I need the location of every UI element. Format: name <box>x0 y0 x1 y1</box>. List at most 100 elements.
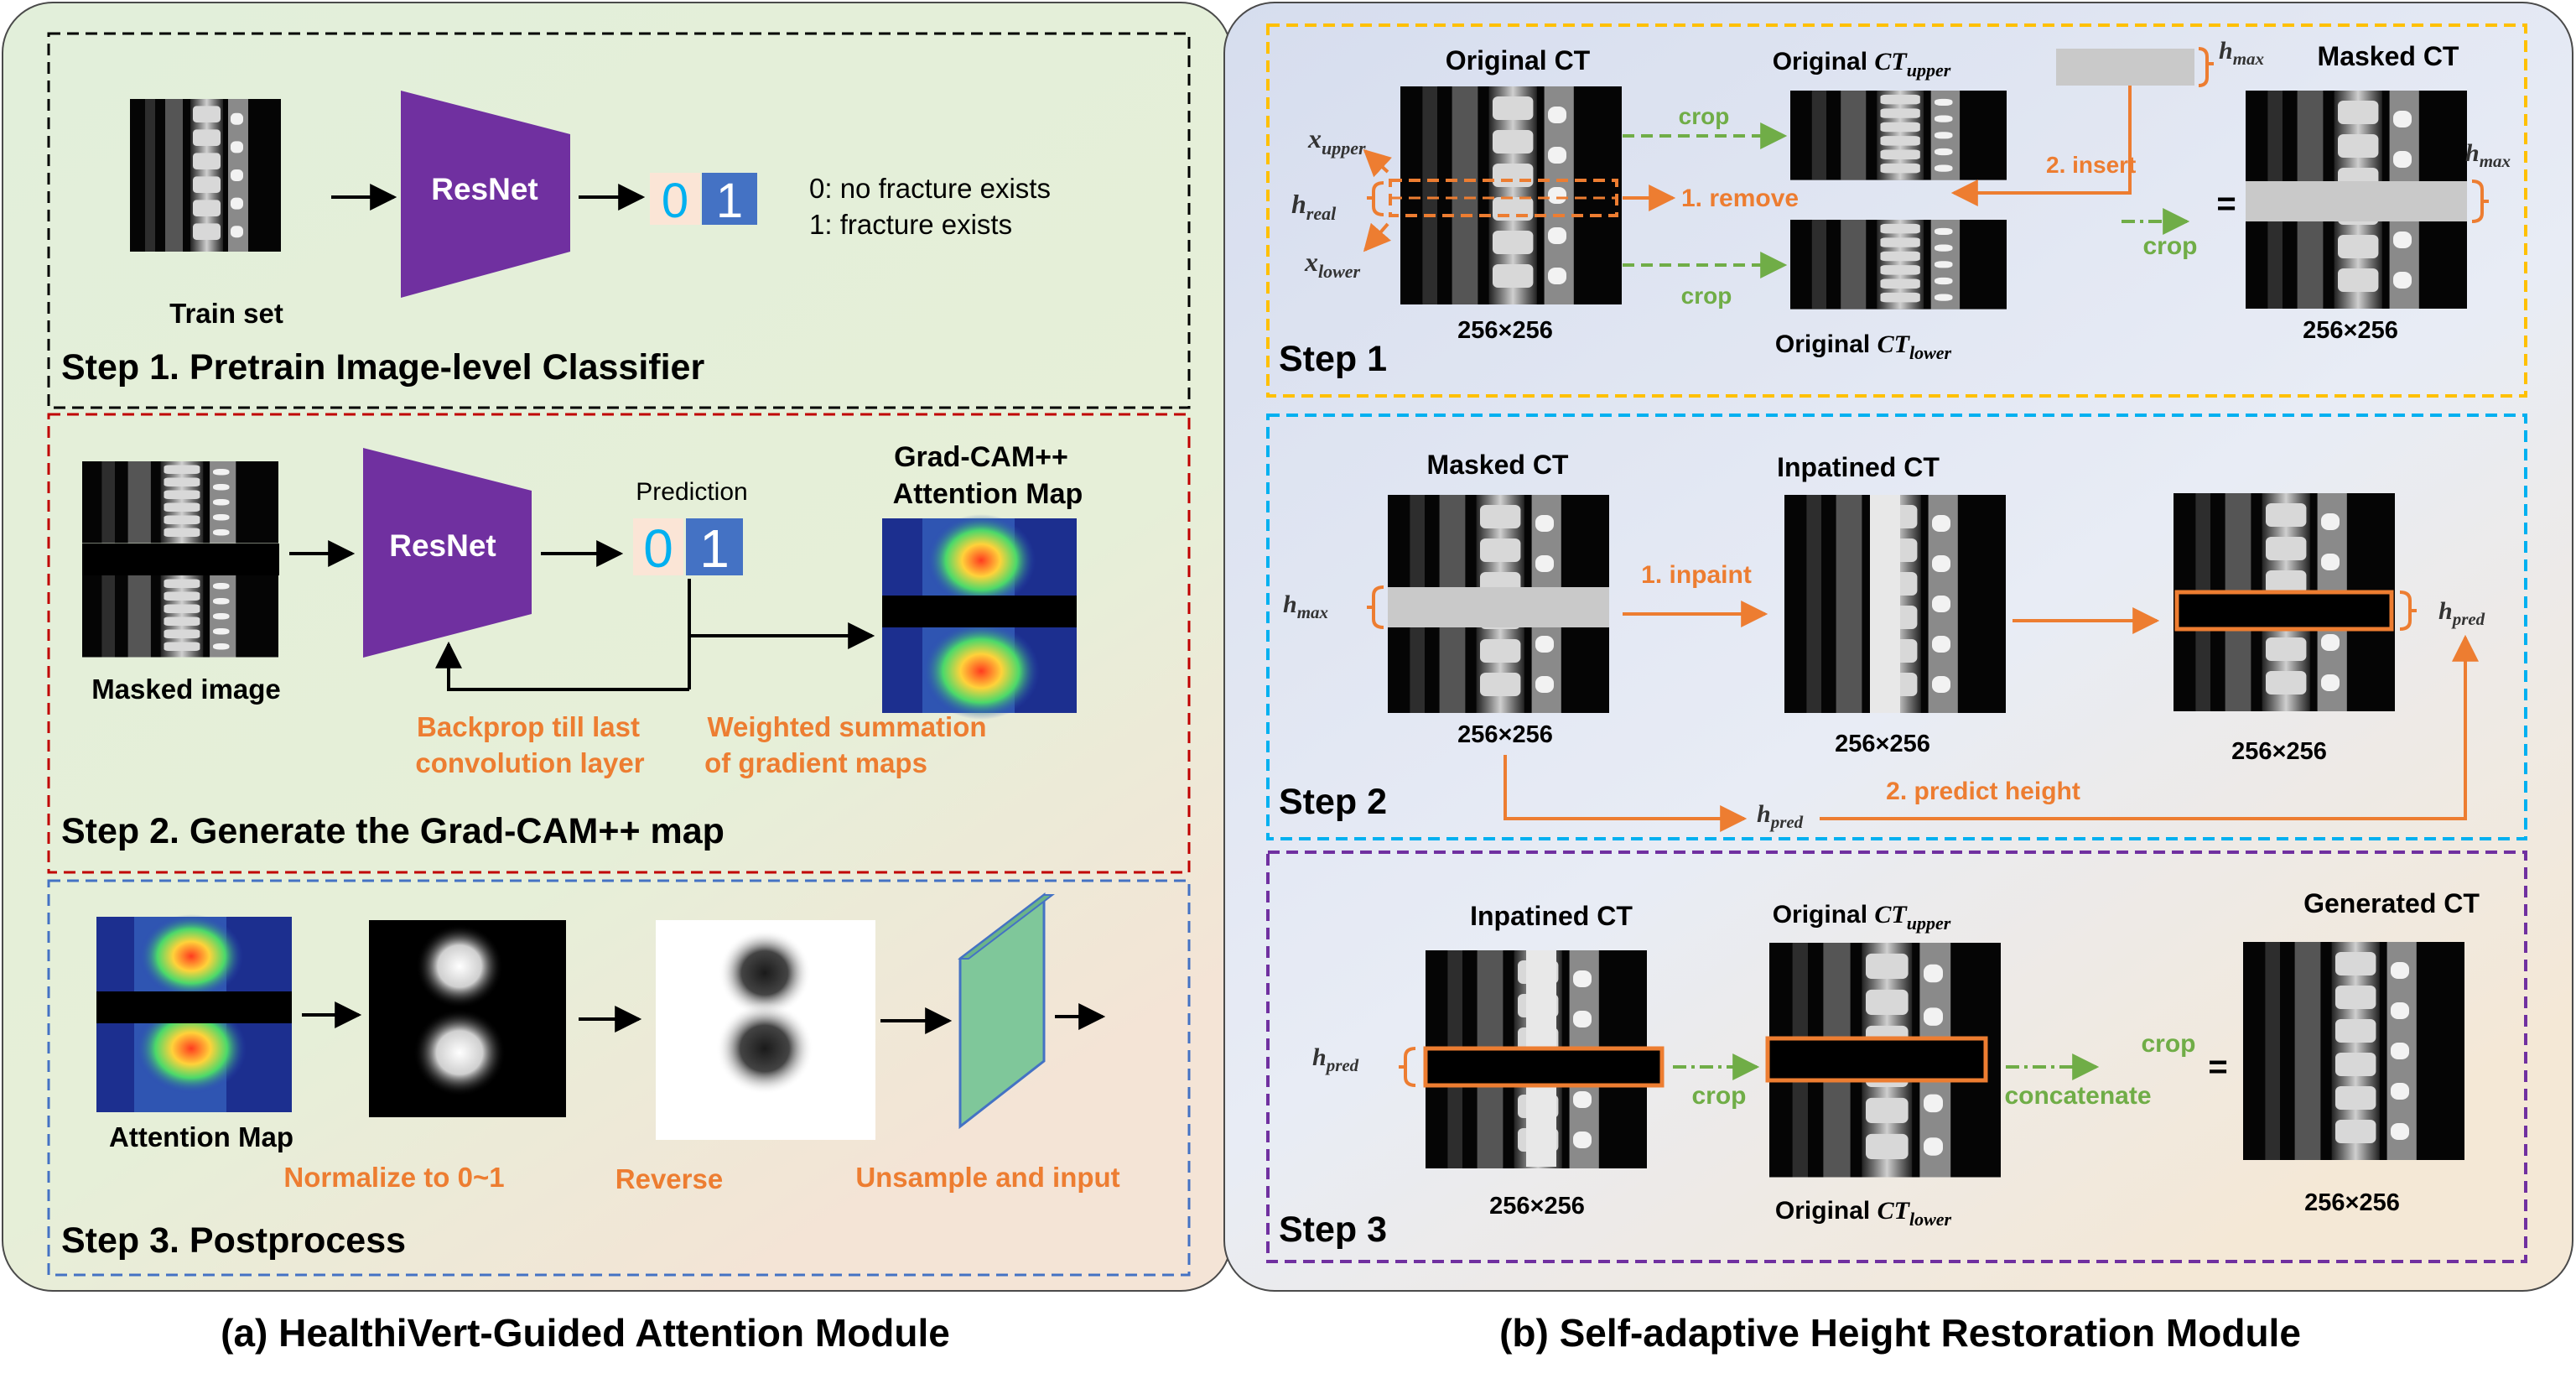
normalized-map-image <box>369 920 566 1117</box>
masked-image-thumbnail <box>82 461 279 658</box>
h-pred-label-step2-right: hpred <box>2438 597 2485 629</box>
backprop-line2: convolution layer <box>415 747 644 778</box>
arrow-predict-height <box>1820 634 2479 820</box>
h-real-label: hreal <box>1291 189 1337 224</box>
panel-b-caption: (b) Self-adaptive Height Restoration Mod… <box>1499 1311 2301 1355</box>
h-max-label-right: hmax <box>2465 139 2511 171</box>
step2-a-title: Step 2. Generate the Grad-CAM++ map <box>61 811 724 851</box>
gradcam-title-line2: Attention Map <box>893 478 1083 510</box>
arrow-to-hpred <box>1504 755 1748 832</box>
crop-lower-label: crop <box>1681 283 1732 309</box>
orig-ct-upper-label: Original CTupper <box>1773 48 1951 81</box>
step3-a-box <box>47 879 1191 1277</box>
h-pred-brace-step3 <box>1399 1047 1416 1087</box>
step1-a-title: Step 1. Pretrain Image-level Classifier <box>61 347 704 388</box>
digit0-1: 0 <box>662 174 688 228</box>
orig-ct-lower-image <box>1790 220 2007 310</box>
prediction-label: Prediction <box>636 478 747 506</box>
masked-ct-image-step1 <box>2246 91 2467 309</box>
step1-a-box <box>47 32 1191 409</box>
original-ct-image <box>1400 86 1622 304</box>
digit1-bg-2 <box>686 518 743 575</box>
digit0-2: 0 <box>643 518 673 579</box>
normalize-label: Normalize to 0~1 <box>283 1162 504 1193</box>
digit1-1: 1 <box>716 174 743 228</box>
arrow-x-upper <box>1363 148 1393 178</box>
inpainted-ct-label-step2: Inpatined CT <box>1777 452 1940 482</box>
resnet-block-1 <box>401 91 570 298</box>
inpainted-ct-size-step2: 256×256 <box>1835 731 1930 757</box>
x-upper-label: xupper <box>1307 123 1366 159</box>
gray-insert-block <box>2056 49 2194 86</box>
digit0-bg-2 <box>633 518 683 575</box>
arrow-insert <box>1950 86 2132 206</box>
reverse-label: Reverse <box>615 1163 723 1194</box>
h-max-brace-top <box>2198 47 2214 87</box>
generated-ct-image <box>2243 942 2464 1160</box>
orig-ct-upper-label-step3: Original CTupper <box>1773 901 1951 934</box>
concat-ct-image-step3 <box>1765 943 2001 1178</box>
weighted-line2: of gradient maps <box>704 747 927 778</box>
h-pred-label-step3: hpred <box>1312 1043 1359 1075</box>
panel-a-caption: (a) HealthiVert-Guided Attention Module <box>221 1311 950 1355</box>
orig-ct-upper-image <box>1790 91 2007 180</box>
step1-b-title: Step 1 <box>1279 339 1387 379</box>
equals-step3: = <box>2208 1048 2227 1085</box>
masked-ct-image-step2 <box>1388 495 1609 713</box>
h-pred-brace-step2 <box>2399 590 2417 631</box>
h-max-brace-right <box>2471 179 2489 223</box>
masked-ct-label-step2: Masked CT <box>1427 450 1569 480</box>
attention-map-label: Attention Map <box>109 1121 293 1152</box>
pred-ct-image-step2 <box>2174 493 2395 711</box>
masked-image-label: Masked image <box>91 674 281 705</box>
equals-step1: = <box>2216 185 2236 222</box>
weighted-line1: Weighted summation <box>707 711 986 742</box>
original-ct-size: 256×256 <box>1457 317 1553 344</box>
generated-ct-size: 256×256 <box>2304 1189 2400 1216</box>
inpaint-label: 1. inpaint <box>1641 561 1752 589</box>
resnet-label-1: ResNet <box>431 172 538 206</box>
generated-ct-label: Generated CT <box>2303 888 2480 918</box>
attention-map-image <box>96 914 292 1112</box>
step3-b-title: Step 3 <box>1279 1210 1387 1250</box>
upsample-label: Unsample and input <box>855 1162 1119 1193</box>
step1-b-box <box>1266 23 2527 398</box>
inpainted-ct-image-step2 <box>1784 495 2006 713</box>
pred-ct-size-step2: 256×256 <box>2231 738 2327 765</box>
h-max-brace-step2 <box>1367 585 1384 629</box>
digit0-bg-1 <box>650 173 700 225</box>
crop-label-step3-right: crop <box>2141 1030 2195 1058</box>
arrow-backprop <box>435 641 689 691</box>
insert-label: 2. insert <box>2046 152 2136 178</box>
inpainted-ct-label-step3: Inpatined CT <box>1470 901 1633 931</box>
backprop-line1: Backprop till last <box>417 711 640 742</box>
step2-b-box <box>1266 414 2527 840</box>
step2-a-box <box>47 413 1191 874</box>
train-set-image <box>130 99 281 252</box>
h-max-label-top: hmax <box>2219 37 2264 69</box>
upsample-layer-icon <box>958 892 1055 1130</box>
digit1-bg-1 <box>702 173 757 225</box>
train-set-label: Train set <box>169 298 283 329</box>
gradcam-title-line1: Grad-CAM++ <box>894 441 1068 473</box>
masked-ct-size-step1: 256×256 <box>2303 317 2398 344</box>
masked-ct-size-step2: 256×256 <box>1457 721 1553 748</box>
remove-label: 1. remove <box>1681 185 1799 212</box>
legend-fracture: 1: fracture exists <box>809 209 1012 240</box>
step3-b-box <box>1266 851 2527 1263</box>
inpainted-ct-size-step3: 256×256 <box>1489 1193 1585 1220</box>
gradcam-attention-image <box>882 514 1077 720</box>
orig-ct-lower-label: Original CTlower <box>1775 330 1952 363</box>
original-ct-label: Original CT <box>1446 45 1591 75</box>
reversed-map-image <box>656 920 875 1140</box>
step2-b-title: Step 2 <box>1279 782 1387 822</box>
predict-height-label: 2. predict height <box>1886 778 2080 805</box>
orig-ct-lower-label-step3: Original CTlower <box>1775 1197 1952 1230</box>
legend-no-fracture: 0: no fracture exists <box>809 173 1051 204</box>
digit1-2: 1 <box>699 518 730 579</box>
inpainted-ct-image-step3 <box>1423 950 1665 1168</box>
h-pred-label-step2-bottom: hpred <box>1757 800 1804 832</box>
x-lower-label: xlower <box>1304 247 1361 282</box>
crop-label-step3: crop <box>1691 1082 1746 1110</box>
